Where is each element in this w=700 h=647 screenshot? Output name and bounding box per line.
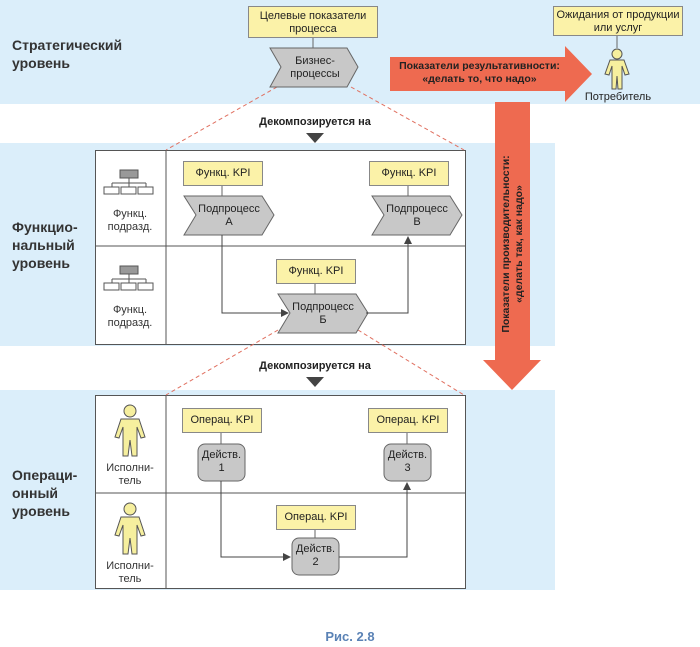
subprocess-v-shape [371, 195, 463, 236]
effectiveness-arrow [390, 46, 592, 102]
figure-caption: Рис. 2.8 [325, 629, 375, 644]
decompose-label-2: Декомпозируется на [259, 360, 371, 372]
decompose-line-right-1 [350, 86, 465, 151]
consumer-person-icon [604, 36, 630, 90]
flow-2-to-3 [339, 482, 411, 558]
subprocess-v-label: Подпроцесс В [386, 203, 448, 228]
flow-1-to-2 [220, 481, 291, 561]
operational-level-label: Операци-онный уровень [12, 467, 78, 519]
org-chart-icon-1 [103, 169, 154, 195]
functional-unit-caption-1: Функц. подразд. [107, 208, 153, 233]
functional-unit-caption-2: Функц. подразд. [107, 304, 153, 329]
action-1-label: Действ. 1 [201, 449, 242, 474]
subprocess-b-shape [277, 293, 369, 334]
decompose-label-1: Декомпозируется на [259, 116, 371, 128]
flow-b-to-v [366, 236, 412, 314]
business-processes-shape [269, 47, 359, 88]
efficiency-arrow-label: Показатели производительности: «делать т… [500, 155, 525, 333]
operational-kpi-2: Операц. KPI [368, 408, 448, 433]
performer-caption-2: Исполни-тель [106, 560, 154, 585]
performer-caption-1: Исполни-тель [106, 462, 154, 487]
action-2-label: Действ. 2 [295, 543, 336, 568]
action-3-shape [383, 443, 432, 482]
decompose-line-left-1 [165, 86, 278, 151]
org-chart-icon-2 [103, 265, 154, 291]
strategic-level-label: Стратегический уровень [12, 37, 123, 71]
flow-a-to-b [221, 235, 289, 317]
consumer-label: Потребитель [584, 91, 652, 103]
action-3-label: Действ. 3 [387, 449, 428, 474]
functional-kpi-3: Функц. KPI [276, 259, 356, 284]
performer-person-icon-2 [114, 502, 146, 555]
operational-kpi-1: Операц. KPI [182, 408, 262, 433]
subprocess-a-label: Подпроцесс А [198, 203, 260, 228]
target-indicators-box: Целевые показатели процесса [248, 6, 378, 38]
operational-kpi-3: Операц. KPI [276, 505, 356, 530]
efficiency-arrow [483, 102, 541, 390]
subprocess-b-label: Подпроцесс Б [292, 301, 354, 326]
decompose-line-left-2 [165, 329, 279, 396]
functional-level-label: Функцио-нальный уровень [12, 219, 78, 271]
decompose-triangle-2 [306, 377, 324, 387]
decompose-triangle-1 [306, 133, 324, 143]
functional-kpi-1: Функц. KPI [183, 161, 263, 186]
functional-kpi-2: Функц. KPI [369, 161, 449, 186]
business-processes-label: Бизнес-процессы [290, 55, 340, 80]
performer-person-icon-1 [114, 404, 146, 457]
expectations-box: Ожидания от продукции или услуг [553, 6, 683, 36]
subprocess-a-shape [183, 195, 275, 236]
effectiveness-arrow-label: Показатели результативности: «делать то,… [399, 60, 560, 85]
